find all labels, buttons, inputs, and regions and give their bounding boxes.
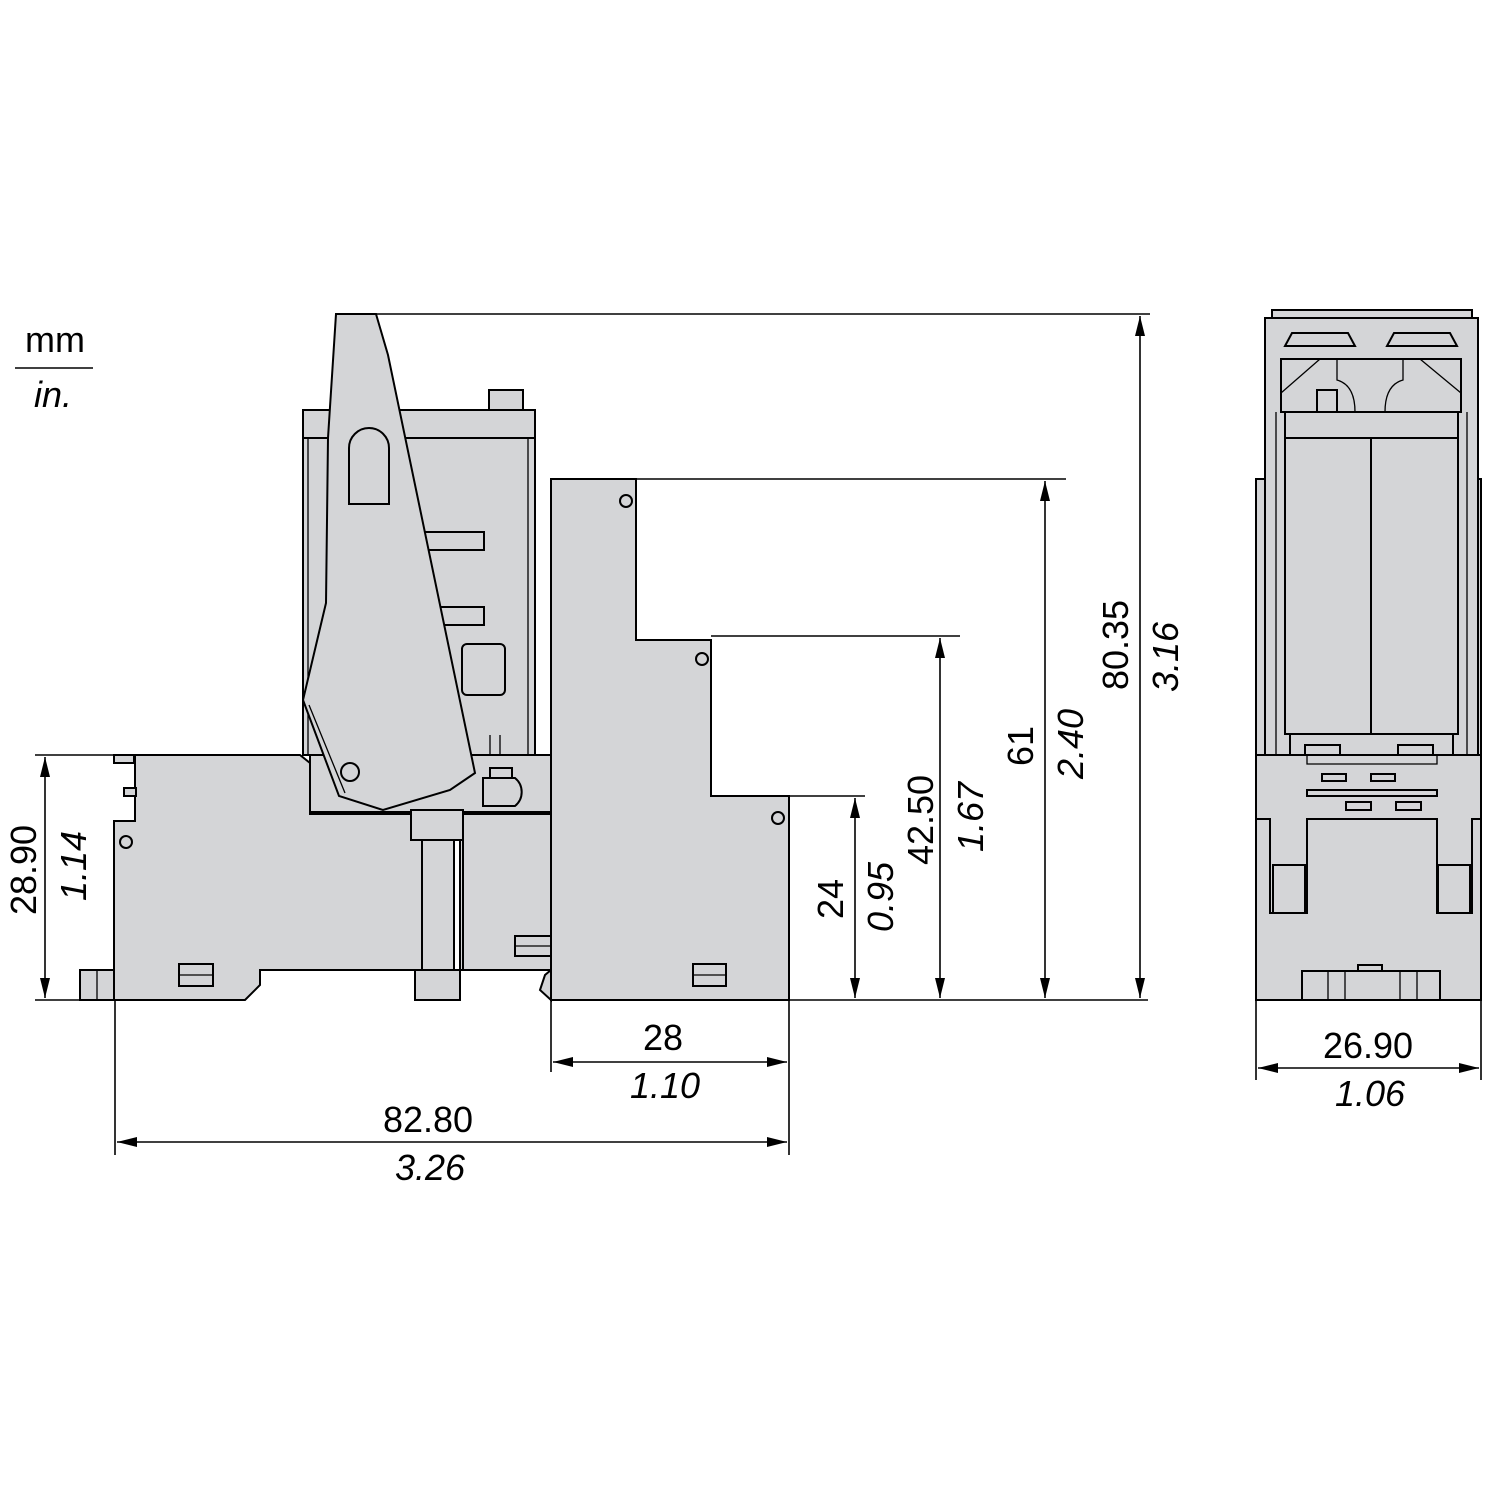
svg-text:2.40: 2.40 [1050,709,1091,780]
front-clip-right [1437,864,1471,914]
relay-top-tab [488,389,524,411]
stem-head [410,809,464,841]
din-clip-right [538,967,552,1003]
screw-hole-4 [119,835,133,849]
dim-step-width: 28 1.10 [553,1017,787,1106]
svg-text:61: 61 [1000,726,1041,766]
svg-text:26.90: 26.90 [1323,1025,1413,1066]
pivot-hole [340,762,360,782]
relay-slot-2 [439,606,485,626]
screw-hole-2 [695,652,709,666]
stem-foot [414,969,461,1001]
units-legend: mm in. [15,319,93,415]
ejector-lever[interactable] [301,313,477,812]
latch-knob [482,777,523,807]
screw-hole-1 [619,494,633,508]
dim-overall-height: 80.35 3.16 [1095,316,1186,998]
front-top-cap [1271,309,1473,319]
left-small-tab [123,787,137,797]
left-tab [113,754,135,764]
svg-text:28.90: 28.90 [3,825,44,915]
svg-text:1.10: 1.10 [630,1065,700,1106]
svg-text:1.06: 1.06 [1335,1073,1406,1114]
svg-text:1.67: 1.67 [950,780,991,852]
front-clip-left [1272,864,1306,914]
top-slot-left [1283,332,1357,347]
dim-height-24: 24 0.95 [810,798,901,998]
lever-window [348,427,390,505]
front-top-recess [1280,358,1462,413]
svg-text:80.35: 80.35 [1095,600,1136,690]
relay-window [461,643,506,696]
svg-text:42.50: 42.50 [900,775,941,865]
latch-tab [489,767,513,779]
svg-text:82.80: 82.80 [383,1099,473,1140]
dim-front-width: 26.90 1.06 [1258,1025,1479,1114]
dim-height-61: 61 2.40 [1000,481,1091,998]
svg-text:24: 24 [810,879,851,919]
screw-hole-3 [771,811,785,825]
unit-in: in. [34,374,72,415]
dim-base-height: 28.90 1.14 [3,757,94,998]
dim-height-42: 42.50 1.67 [900,638,991,998]
svg-text:1.14: 1.14 [53,831,94,901]
top-slot-right [1385,332,1459,347]
front-latch [1316,389,1338,413]
center-stem [421,839,455,971]
front-view [1255,309,1482,1001]
svg-text:0.95: 0.95 [860,861,901,932]
front-din-clip [1301,970,1441,1001]
side-view [79,313,790,1003]
extension-lines [35,313,1482,1155]
front-bar [1306,789,1438,797]
unit-mm: mm [25,319,85,360]
svg-text:28: 28 [643,1017,683,1058]
dim-overall-length: 82.80 3.26 [117,1099,787,1188]
relay-slot-1 [423,531,485,551]
svg-text:3.16: 3.16 [1145,621,1186,692]
svg-text:3.26: 3.26 [395,1147,466,1188]
